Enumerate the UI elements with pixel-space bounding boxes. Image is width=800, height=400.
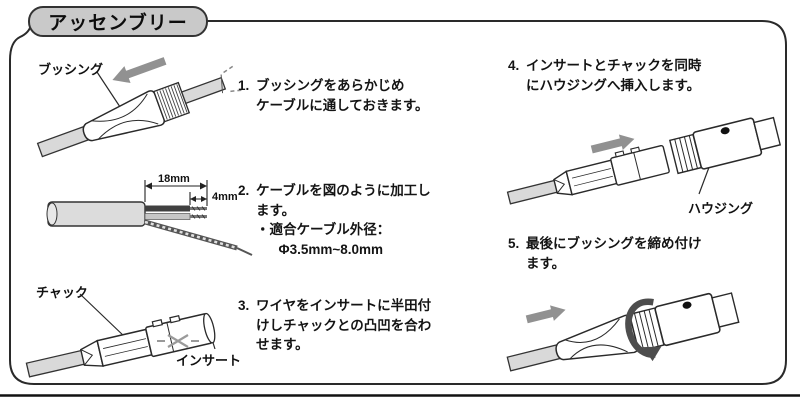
insert-end-face bbox=[203, 312, 216, 344]
push-direction-arrow-icon bbox=[525, 305, 566, 324]
chuck-collet-fingers bbox=[553, 179, 566, 194]
housing-ring-lines bbox=[633, 309, 659, 351]
bushing-illustration bbox=[36, 57, 243, 158]
cable-jacket-end bbox=[46, 202, 58, 226]
alignment-mark-icon bbox=[167, 334, 189, 348]
step-2-text: ケーブルを図のように加工し ます。 ・適合ケーブル外径： Φ3.5mm~8.0m… bbox=[256, 183, 431, 257]
step-1-text: ブッシングをあらかじめ ケーブルに通しておきます。 bbox=[256, 78, 429, 113]
bushing-cut-detail bbox=[569, 344, 628, 360]
step-4-text: インサートとチャックを同時 にハウジングへ挿入します。 bbox=[526, 58, 702, 93]
bushing-boot bbox=[82, 90, 165, 142]
housing-body bbox=[692, 117, 763, 170]
cable-continuation-dash bbox=[230, 89, 243, 93]
cable bbox=[506, 178, 562, 205]
strip-length-dimension: 18mm bbox=[158, 173, 190, 185]
bushing-cut-detail bbox=[91, 93, 148, 122]
insert-solder-tab bbox=[169, 315, 181, 324]
chuck-slits bbox=[571, 168, 613, 187]
wire-insulated-dark bbox=[145, 205, 190, 212]
step-3-text: ワイヤをインサートに半田付 けしチャックとの凸凹を合わ せます。 bbox=[256, 298, 432, 352]
dim-arrowhead bbox=[190, 196, 196, 202]
chuck-insert-illustration bbox=[25, 293, 216, 378]
housing-insert-illustration bbox=[506, 116, 782, 205]
wire-insulated-light bbox=[144, 213, 191, 220]
slide-direction-arrow-icon bbox=[112, 57, 167, 83]
section-title: アッセンブリー bbox=[48, 13, 188, 34]
bushing-cut-detail bbox=[97, 119, 159, 140]
rotation-arrow-icon bbox=[625, 298, 656, 358]
step-1: 1. ブッシングをあらかじめ ケーブルに通しておきます。 bbox=[238, 76, 478, 115]
cable-continuation-dash bbox=[223, 64, 235, 74]
wire-tip-hatch bbox=[191, 214, 206, 219]
chuck-slits bbox=[103, 338, 148, 357]
step-2-number: 2. bbox=[238, 183, 250, 198]
dim-arrowhead bbox=[145, 182, 152, 190]
insert-direction-arrow-icon bbox=[590, 134, 635, 154]
tip-length-dimension: 4mm bbox=[212, 191, 238, 203]
step-5: 5. 最後にブッシングを締め付け ます。 bbox=[508, 234, 768, 273]
latch-button bbox=[720, 127, 730, 135]
housing-ring-lines bbox=[674, 135, 698, 173]
dim-arrowhead bbox=[201, 196, 207, 202]
insert-solder-tab bbox=[151, 319, 163, 328]
chuck-collet-fingers bbox=[80, 349, 94, 366]
shield-braid-fray bbox=[236, 247, 253, 256]
bushing-cut-detail bbox=[564, 318, 620, 343]
dim-arrowhead bbox=[200, 182, 207, 190]
step-5-text: 最後にブッシングを締め付け ます。 bbox=[526, 236, 702, 271]
insert-label: インサート bbox=[176, 353, 242, 368]
housing-label: ハウジング bbox=[688, 201, 754, 216]
housing-body bbox=[654, 292, 721, 347]
cable bbox=[25, 348, 91, 378]
latch-button bbox=[682, 301, 692, 309]
step-3: 3. ワイヤをインサートに半田付 けしチャックとの凸凹を合わ せます。 bbox=[238, 296, 478, 355]
cable-prep-illustration bbox=[46, 180, 253, 256]
housing-end-cap bbox=[753, 116, 782, 151]
cable bbox=[180, 76, 227, 105]
section-title-box: アッセンブリー bbox=[28, 6, 208, 37]
step-2: 2. ケーブルを図のように加工し ます。 ・適合ケーブル外径： Φ3.5mm~8… bbox=[238, 181, 478, 259]
wire-tip-hatch bbox=[191, 206, 206, 211]
housing-end-cap bbox=[711, 292, 740, 328]
step-4: 4. インサートとチャックを同時 にハウジングへ挿入します。 bbox=[508, 56, 768, 95]
rotation-arrowhead bbox=[642, 346, 662, 362]
insert-divider bbox=[633, 152, 641, 180]
insert-solder-tab bbox=[614, 150, 625, 158]
step-1-number: 1. bbox=[238, 78, 250, 93]
thread-hatching bbox=[156, 84, 188, 120]
shield-braid-texture bbox=[144, 220, 238, 250]
chuck-label: チャック bbox=[36, 285, 88, 300]
insert-solder-tab bbox=[630, 146, 641, 154]
step-4-number: 4. bbox=[508, 58, 520, 73]
cable-break-mark bbox=[220, 74, 224, 94]
step-3-number: 3. bbox=[238, 298, 250, 313]
step-5-number: 5. bbox=[508, 236, 520, 251]
cable-jacket bbox=[47, 201, 146, 227]
bushing-label: ブッシング bbox=[38, 62, 104, 77]
tighten-bushing-illustration bbox=[506, 292, 740, 372]
chuck-leader-line bbox=[79, 293, 127, 339]
section-frame-border bbox=[9, 20, 787, 385]
